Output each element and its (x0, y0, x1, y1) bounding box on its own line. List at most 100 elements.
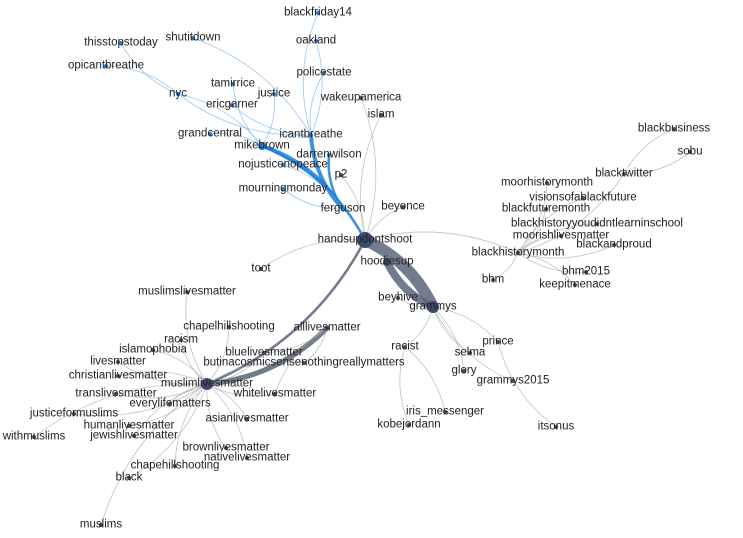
node-label-glory: glory (451, 364, 477, 377)
node-label-blackfuturemonth: blackfuturemonth (501, 202, 591, 215)
node-label-butinacosmicsensenothingreallymatters: butinacosmicsensenothingreallymatters (203, 356, 405, 369)
edge-grammys-grammys2015 (432, 306, 514, 382)
node-label-ericgarner: ericgarner (206, 98, 258, 111)
node-label-handsupdontshoot: handsupdontshoot (317, 233, 413, 246)
node-label-mourningmonday: mourningmonday (238, 182, 328, 195)
edge-grandcentral-mikebrown (209, 133, 263, 147)
node-racism (179, 338, 183, 342)
node-label-blackhistoryyoudidntlearninschool: blackhistoryyoudidntlearninschool (511, 217, 683, 230)
edge-blackhistorymonth-blackhistoryyoudidntlearninschool (517, 223, 598, 254)
edge-muslimlivesmatter-jewishlivesmatter (133, 383, 208, 437)
node-itsonus (554, 425, 558, 429)
node-label-nativelivesmatter: nativelivesmatter (203, 451, 291, 464)
edge-thisstopstoday-nyc (120, 42, 179, 95)
edge-alllivesmatter-butinacosmicsensenothingreallymatters (303, 327, 328, 364)
node-nyc (176, 92, 180, 96)
node-label-kobejordann: kobejordann (377, 418, 441, 431)
node-islam (379, 113, 383, 117)
edge-muslimlivesmatter-muslims (100, 383, 208, 526)
node-label-visionsofablackfuture: visionsofablackfuture (529, 191, 637, 204)
node-justice (272, 92, 276, 96)
node-mikebrown (258, 142, 266, 150)
edge-toot-handsupdontshoot (260, 239, 366, 270)
node-butinacosmicsensenothingreallymatters (302, 361, 306, 365)
node-label-justice: justice (257, 87, 291, 100)
node-islamophobia (151, 348, 155, 352)
node-label-hoodiesup: hoodiesup (360, 255, 414, 268)
edge-muslimlivesmatter-brownlivesmatter (206, 383, 227, 449)
node-label-blackandproud: blackandproud (576, 238, 652, 251)
node-withmuslims (32, 435, 36, 439)
node-label-bhm2015: bhm2015 (562, 265, 610, 278)
node-justiceformuslims (72, 412, 76, 416)
edge-racist-iris_messenger (404, 346, 446, 413)
node-policestate (322, 71, 326, 75)
node-racist (403, 345, 407, 349)
node-glory (462, 369, 466, 373)
node-hoodiesup (383, 258, 391, 266)
node-beyhive (396, 296, 400, 300)
node-label-nyc: nyc (169, 87, 187, 100)
node-label-iris_messenger: iris_messenger (406, 405, 484, 418)
node-label-asianlivesmatter: asianlivesmatter (205, 412, 289, 425)
node-ericgarner (230, 103, 234, 107)
node-label-racism: racism (164, 333, 198, 346)
node-label-chapelhillshooting: chapelhillshooting (183, 320, 275, 333)
node-muslimlivesmatter (201, 378, 213, 390)
node-blackhistoryyoudidntlearninschool (595, 222, 599, 226)
node-sobu (688, 150, 692, 154)
edge-muslimlivesmatter-butinacosmicsensenothingreallymatters (206, 361, 305, 385)
node-asianlivesmatter (245, 417, 249, 421)
node-label-bhm: bhm (481, 273, 505, 286)
node-label-everylifematters: everylifematters (129, 397, 211, 410)
node-label-blackhistorymonth: blackhistorymonth (471, 246, 565, 259)
edge-mourningmonday-ferguson (282, 188, 344, 210)
node-label-chapehillshooting: chapehillshooting (130, 459, 220, 472)
node-label-black: black (115, 471, 143, 484)
node-label-blackfriday14: blackfriday14 (284, 6, 352, 19)
node-label-alllivesmatter: alllivesmatter (293, 321, 361, 334)
edge-alllivesmatter-bluelivesmatter (263, 327, 328, 354)
node-label-beyonce: beyonce (381, 200, 425, 213)
edge-muslimlivesmatter-muslimslivesmatter (185, 291, 208, 385)
node-label-muslimslivesmatter: muslimslivesmatter (138, 285, 236, 298)
edge-blacktwitter-blackbusiness (623, 128, 675, 175)
edge-muslimlivesmatter-chapehillshooting (174, 383, 208, 467)
node-chapehillshooting (173, 464, 177, 468)
node-label-racist: racist (391, 340, 419, 353)
node-label-humanlivesmatter: humanlivesmatter (83, 419, 175, 432)
edge-wakeupamerica-handsupdontshoot (360, 97, 377, 241)
edge-handsupdontshoot-grammys (359, 234, 439, 313)
node-label-livesmatter: livesmatter (90, 355, 146, 368)
node-label-blacktwitter: blacktwitter (595, 167, 653, 180)
node-keepitmenace (573, 283, 577, 287)
node-prince (496, 340, 500, 344)
node-label-itsonus: itsonus (537, 420, 575, 433)
node-label-opicantbreathe: opicantbreathe (67, 59, 145, 72)
node-shutitdown (191, 36, 195, 40)
node-label-grammys: grammys (409, 300, 457, 313)
node-translivesmatter (114, 392, 118, 396)
node-label-muslimlivesmatter: muslimlivesmatter (160, 377, 254, 390)
node-alllivesmatter (325, 326, 329, 330)
edge-muslimlivesmatter-islamophobia (152, 349, 208, 385)
edge-icantbreathe-ferguson (309, 133, 345, 211)
edge-blackfriday14-icantbreathe (302, 12, 319, 136)
edge-alllivesmatter-whitelivesmatter (274, 327, 328, 395)
node-blacktwitter (622, 172, 626, 176)
node-livesmatter (116, 360, 120, 364)
edge-muslimlivesmatter-bluelivesmatter (206, 352, 265, 385)
node-label-mikebrown: mikebrown (234, 139, 290, 152)
node-label-oakland: oakland (295, 34, 337, 47)
node-label-blackbusiness: blackbusiness (637, 122, 711, 135)
edge-muslimlivesmatter-livesmatter (117, 361, 208, 386)
edge-nyc-icantbreathe (177, 93, 312, 136)
node-label-p2: p2 (334, 168, 348, 181)
edge-justice-mikebrown (261, 93, 275, 147)
node-label-darrenwilson: darrenwilson (296, 148, 362, 161)
node-chapelhillshooting (227, 325, 231, 329)
node-selma (468, 351, 472, 355)
edge-grammys-prince (432, 306, 499, 343)
node-label-islamophobia: islamophobia (119, 343, 187, 356)
edge-muslimlivesmatter-christianlivesmatter (117, 371, 208, 385)
